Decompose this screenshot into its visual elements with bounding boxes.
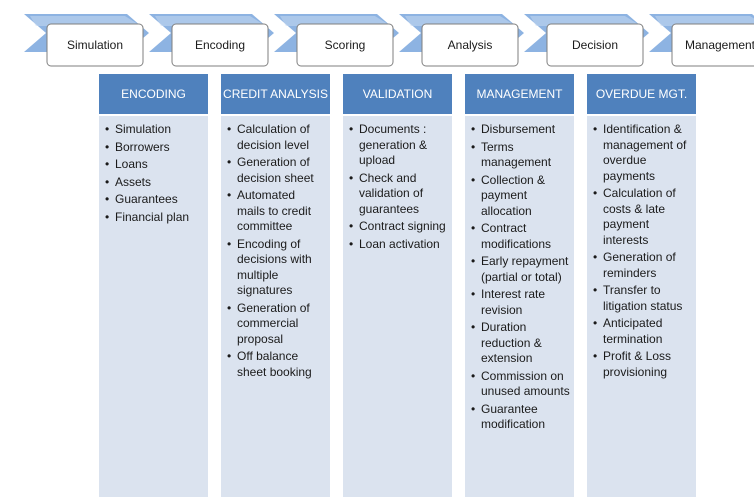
column-item-list: SimulationBorrowersLoansAssetsGuarantees…	[105, 122, 204, 225]
process-step-encoding: Encoding	[194, 38, 246, 52]
process-step-box	[296, 23, 394, 67]
column-validation: VALIDATION Documents : generation & uploa…	[343, 74, 452, 497]
process-step-box	[671, 23, 754, 67]
column-header: OVERDUE MGT.	[587, 74, 696, 116]
list-item: Encoding of decisions with multiple sign…	[227, 237, 326, 299]
list-item: Check and validation of guarantees	[349, 171, 448, 218]
process-step-box	[171, 23, 269, 67]
column-overdue-mgt: OVERDUE MGT. Identification & management …	[587, 74, 696, 497]
list-item: Generation of reminders	[593, 250, 692, 281]
column-header: CREDIT ANALYSIS	[221, 74, 330, 116]
list-item: Identification & management of overdue p…	[593, 122, 692, 184]
list-item: Commission on unused amounts	[471, 369, 570, 400]
list-item: Duration reduction & extension	[471, 320, 570, 367]
column-header: ENCODING	[99, 74, 208, 116]
process-step-decision: Decision	[571, 38, 619, 52]
list-item: Contract modifications	[471, 221, 570, 252]
list-item: Anticipated termination	[593, 316, 692, 347]
list-item: Financial plan	[105, 210, 204, 226]
list-item: Calculation of costs & late payment inte…	[593, 186, 692, 248]
list-item: Contract signing	[349, 219, 448, 235]
process-step-scoring: Scoring	[324, 38, 366, 52]
list-item: Simulation	[105, 122, 204, 138]
column-body: SimulationBorrowersLoansAssetsGuarantees…	[99, 116, 208, 497]
column-body: Documents : generation & uploadCheck and…	[343, 116, 452, 497]
list-item: Loan activation	[349, 237, 448, 253]
list-item: Automated mails to credit committee	[227, 188, 326, 235]
column-body: Identification & management of overdue p…	[587, 116, 696, 497]
column-body: Calculation of decision levelGeneration …	[221, 116, 330, 497]
process-step-management: Management	[684, 38, 754, 52]
process-step-analysis: Analysis	[447, 38, 493, 52]
list-item: Terms management	[471, 140, 570, 171]
list-item: Loans	[105, 157, 204, 173]
process-step-simulation: Simulation	[66, 38, 124, 52]
list-item: Profit & Loss provisioning	[593, 349, 692, 380]
column-item-list: Identification & management of overdue p…	[593, 122, 692, 380]
column-management: MANAGEMENTDisbursementTerms managementCo…	[465, 74, 574, 497]
column-item-list: Documents : generation & uploadCheck and…	[349, 122, 448, 252]
list-item: Off balance sheet booking	[227, 349, 326, 380]
column-body: DisbursementTerms managementCollection &…	[465, 116, 574, 497]
column-item-list: DisbursementTerms managementCollection &…	[471, 122, 570, 433]
process-flow	[24, 14, 754, 67]
list-item: Documents : generation & upload	[349, 122, 448, 169]
list-item: Interest rate revision	[471, 287, 570, 318]
process-step-box	[421, 23, 519, 67]
list-item: Calculation of decision level	[227, 122, 326, 153]
list-item: Disbursement	[471, 122, 570, 138]
process-step-box	[546, 23, 644, 67]
column-item-list: Calculation of decision levelGeneration …	[227, 122, 326, 380]
column-header: MANAGEMENT	[465, 74, 574, 116]
list-item: Generation of commercial proposal	[227, 301, 326, 348]
list-item: Generation of decision sheet	[227, 155, 326, 186]
list-item: Transfer to litigation status	[593, 283, 692, 314]
list-item: Guarantees	[105, 192, 204, 208]
list-item: Guarantee modification	[471, 402, 570, 433]
process-step-box	[46, 23, 144, 67]
column-credit-analysis: CREDIT ANALYSIS Calculation of decision l…	[221, 74, 330, 497]
list-item: Borrowers	[105, 140, 204, 156]
column-encoding: ENCODING SimulationBorrowersLoansAssetsGu…	[99, 74, 208, 497]
list-item: Early repayment (partial or total)	[471, 254, 570, 285]
list-item: Collection & payment allocation	[471, 173, 570, 220]
column-header: VALIDATION	[343, 74, 452, 116]
list-item: Assets	[105, 175, 204, 191]
